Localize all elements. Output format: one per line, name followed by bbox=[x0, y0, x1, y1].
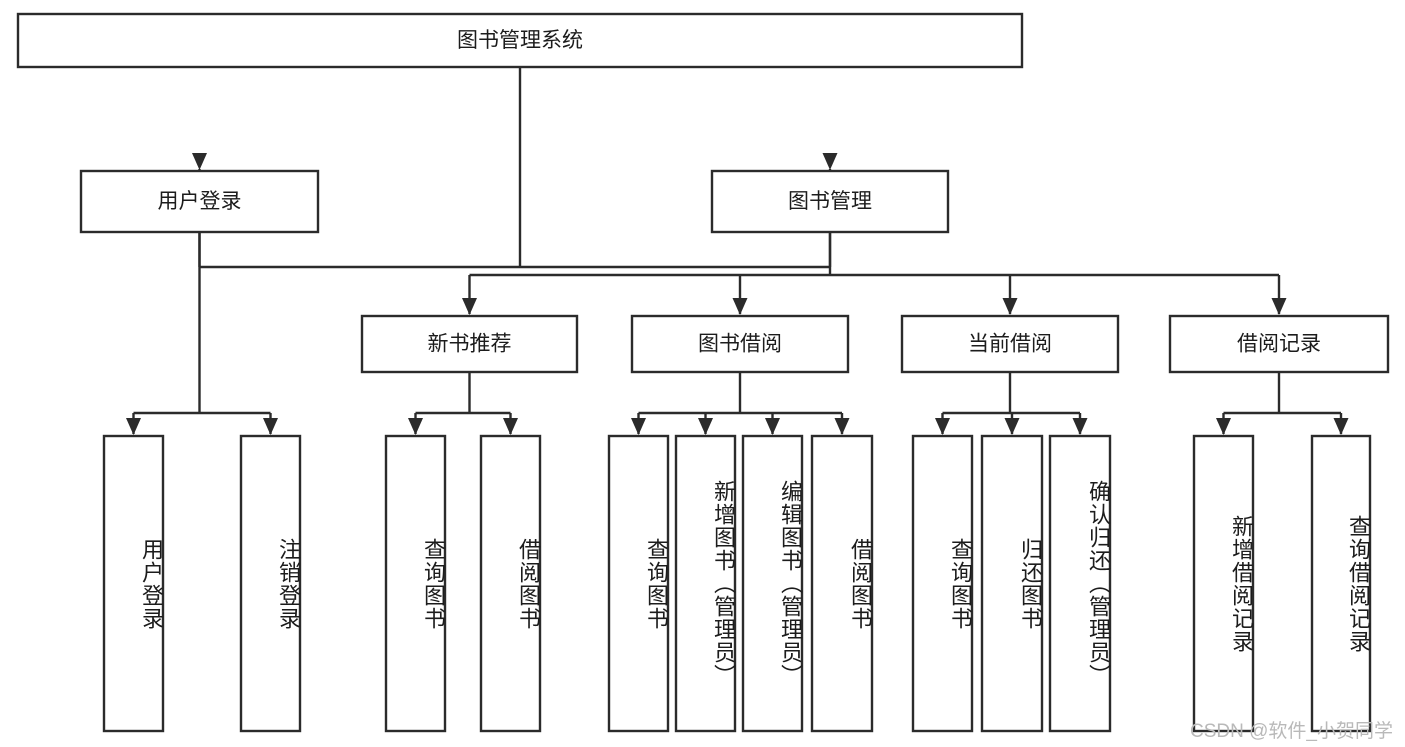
arrowhead-icon bbox=[192, 153, 207, 170]
arrowhead-icon bbox=[462, 298, 477, 315]
node-图书借阅-l3-1[interactable] bbox=[630, 314, 850, 374]
arrowhead-icon bbox=[408, 418, 423, 435]
node-用户登录-l2-label: 用户登录 bbox=[158, 190, 242, 213]
node-用户登录-leaf-0[interactable] bbox=[102, 434, 165, 733]
node-当前借阅-l3-label: 当前借阅 bbox=[968, 333, 1052, 356]
arrowhead-icon bbox=[1002, 298, 1018, 315]
node-借阅记录-l3-label: 借阅记录 bbox=[1237, 333, 1321, 356]
node-注销登录-leaf-1[interactable] bbox=[239, 434, 302, 733]
node-借阅记录-l3-3[interactable] bbox=[1168, 314, 1390, 374]
node-新增图书管理员-leaf-5[interactable] bbox=[674, 434, 737, 733]
arrowhead-icon bbox=[698, 418, 713, 435]
arrowhead-icon bbox=[1333, 418, 1349, 435]
node-查询图书-leaf-8[interactable] bbox=[911, 434, 974, 733]
node-新书推荐-l3-0[interactable] bbox=[360, 314, 579, 374]
node-查询借阅记录-leaf-12[interactable] bbox=[1310, 434, 1372, 733]
node-借阅图书-leaf-3[interactable] bbox=[479, 434, 542, 733]
node-确认归还管理员-leaf-10[interactable] bbox=[1048, 434, 1112, 733]
watermark-text: CSDN @软件_小贺同学 bbox=[1190, 721, 1393, 742]
node-查询图书-leaf-4[interactable] bbox=[607, 434, 670, 733]
arrowhead-icon bbox=[1216, 418, 1231, 435]
arrowhead-icon bbox=[1072, 418, 1088, 435]
node-查询图书-leaf-2[interactable] bbox=[384, 434, 447, 733]
arrowhead-icon bbox=[822, 153, 838, 170]
arrowhead-icon bbox=[935, 418, 950, 435]
node-图书管理-l2-label: 图书管理 bbox=[788, 190, 872, 213]
arrowhead-icon bbox=[503, 418, 518, 435]
node-编辑图书管理员-leaf-6[interactable] bbox=[741, 434, 804, 733]
node-图书借阅-l3-label: 图书借阅 bbox=[698, 333, 782, 356]
arrowhead-icon bbox=[834, 418, 850, 435]
arrowhead-icon bbox=[765, 418, 780, 435]
node-用户登录-l2-0[interactable] bbox=[79, 169, 320, 234]
arrowhead-icon bbox=[1271, 298, 1287, 315]
arrowhead-icon bbox=[1004, 418, 1020, 435]
node-新书推荐-l3-label: 新书推荐 bbox=[428, 333, 512, 356]
node-图书管理-l2-1[interactable] bbox=[710, 169, 950, 234]
arrowhead-icon bbox=[126, 418, 141, 435]
node-新增借阅记录-leaf-11[interactable] bbox=[1192, 434, 1255, 733]
arrowhead-icon bbox=[732, 298, 748, 315]
node-归还图书-leaf-9[interactable] bbox=[980, 434, 1044, 733]
arrowhead-icon bbox=[263, 418, 278, 435]
edges-layer bbox=[126, 67, 1349, 435]
node-root-system-label: 图书管理系统 bbox=[457, 29, 583, 52]
node-借阅图书-leaf-7[interactable] bbox=[810, 434, 874, 733]
boxes-layer bbox=[16, 12, 1390, 733]
arrowhead-icon bbox=[631, 418, 646, 435]
node-root-system[interactable] bbox=[16, 12, 1024, 69]
node-当前借阅-l3-2[interactable] bbox=[900, 314, 1120, 374]
